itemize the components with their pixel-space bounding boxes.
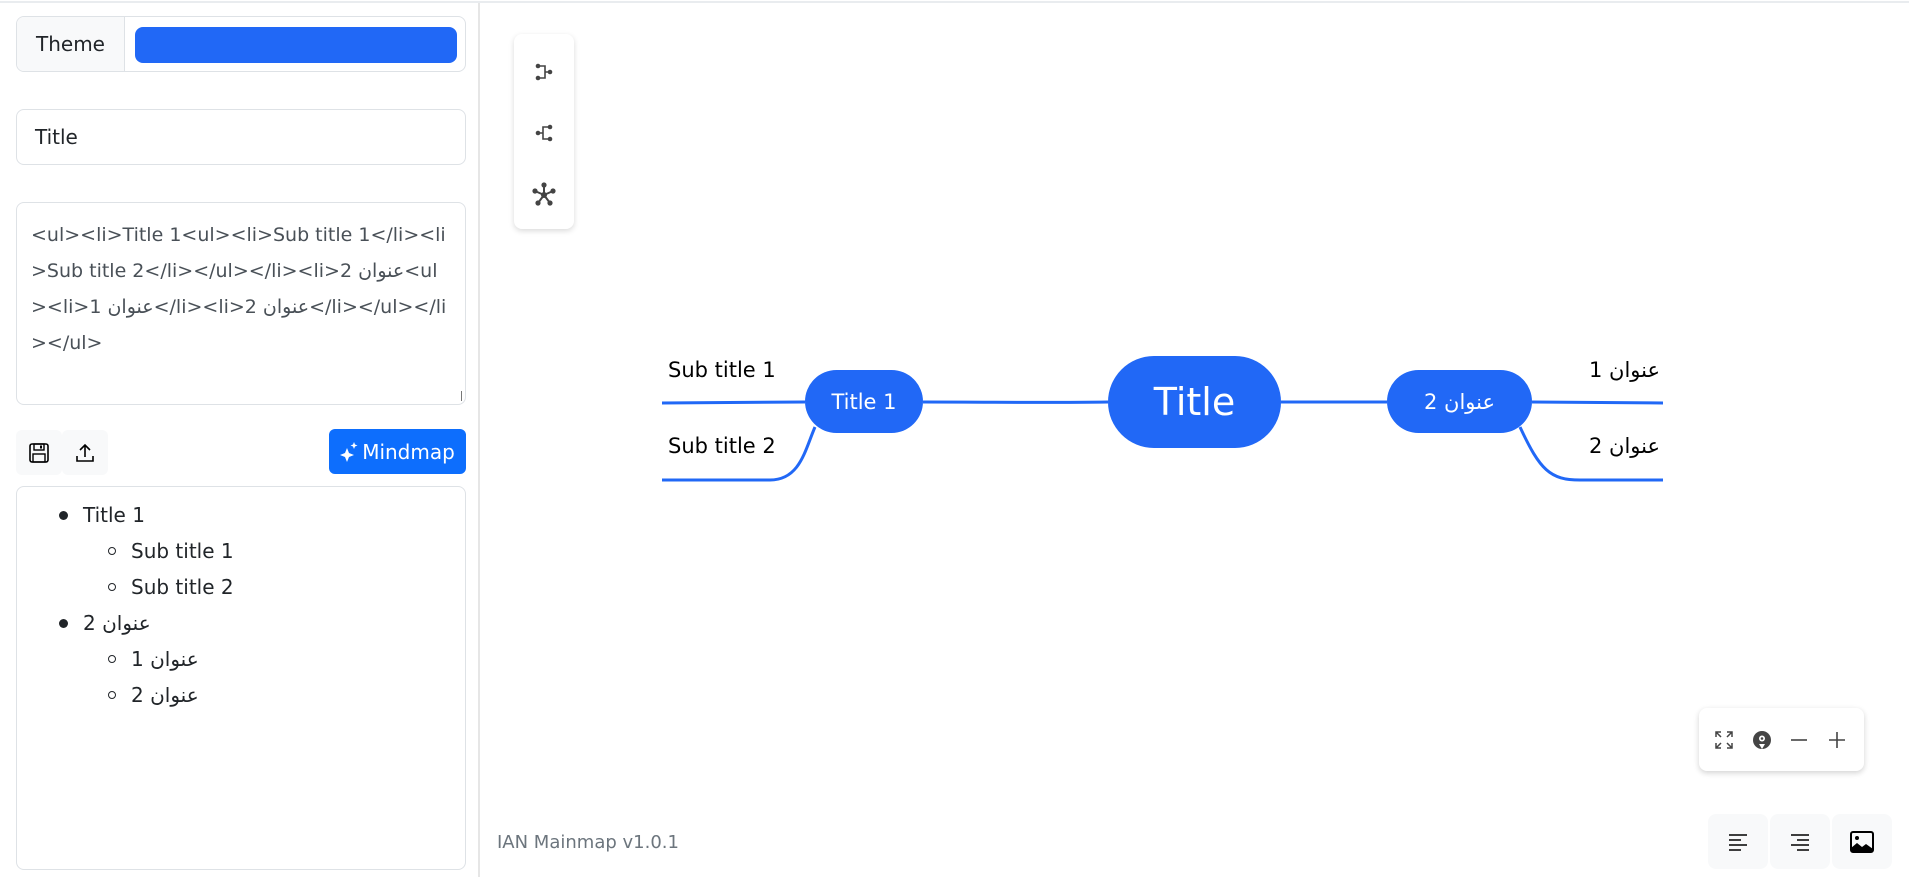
layout-radial-icon xyxy=(532,182,556,206)
locate-button[interactable] xyxy=(1747,725,1777,755)
list-item: عنوان 2 xyxy=(17,605,465,641)
mindmap-node-title-1[interactable]: Title 1 xyxy=(805,370,923,433)
outline-preview: Title 1 Sub title 1 Sub title 2 عنوان 2 … xyxy=(16,486,466,870)
layout-right-icon xyxy=(535,63,553,81)
mindmap-button[interactable]: Mindmap xyxy=(329,429,466,474)
align-right-button[interactable] xyxy=(1770,814,1830,869)
title-input[interactable]: Title xyxy=(16,109,466,165)
mindmap-button-label: Mindmap xyxy=(362,439,455,464)
fullscreen-button[interactable] xyxy=(1709,725,1739,755)
top-divider xyxy=(0,0,1909,3)
theme-label: Theme xyxy=(17,17,125,71)
mindmap-leaf-right-1[interactable]: عنوان 1 xyxy=(1588,358,1660,382)
export-image-icon xyxy=(1850,830,1874,853)
connector-subtitle-2 xyxy=(662,426,817,482)
resize-handle[interactable] xyxy=(452,391,462,401)
floppy-disk-icon xyxy=(29,442,49,463)
list-item: Sub title 1 xyxy=(17,533,465,569)
list-item: Title 1 xyxy=(17,497,465,533)
align-left-button[interactable] xyxy=(1708,814,1768,869)
align-left-icon xyxy=(1729,833,1747,851)
mindmap-leaf-right-2[interactable]: عنوان 2 xyxy=(1588,434,1660,458)
layout-right-button[interactable] xyxy=(529,57,559,87)
theme-picker: Theme xyxy=(16,16,466,72)
list-item: Sub title 2 xyxy=(17,569,465,605)
mindmap-leaf-subtitle-2[interactable]: Sub title 2 xyxy=(668,434,776,458)
layout-left-icon xyxy=(535,124,553,142)
locate-icon xyxy=(1753,731,1771,749)
zoom-in-button[interactable] xyxy=(1822,725,1852,755)
zoom-out-button[interactable] xyxy=(1784,725,1814,755)
upload-icon xyxy=(76,443,94,462)
mindmap-node-right[interactable]: عنوان 2 xyxy=(1387,370,1532,433)
connector-right-child-2 xyxy=(1518,426,1663,482)
layout-radial-button[interactable] xyxy=(529,179,559,209)
list-item: عنوان 2 xyxy=(17,677,465,713)
zoom-controls xyxy=(1699,708,1864,771)
fullscreen-icon xyxy=(1715,731,1733,749)
html-source-textarea[interactable]: <ul><li>Title 1<ul><li>Sub title 1</li><… xyxy=(16,202,466,405)
zoom-out-icon xyxy=(1791,739,1807,741)
zoom-in-icon xyxy=(1829,732,1845,748)
mindmap-leaf-subtitle-1[interactable]: Sub title 1 xyxy=(668,358,776,382)
list-item: عنوان 1 xyxy=(17,641,465,677)
layout-toolbar xyxy=(514,34,574,229)
app-version: IAN Mainmap v1.0.1 xyxy=(497,832,679,853)
connector-right-child-1 xyxy=(1531,400,1664,405)
align-right-icon xyxy=(1791,833,1809,851)
mindmap-root-node[interactable]: Title xyxy=(1108,356,1281,448)
connector-subtitle-1 xyxy=(661,400,806,405)
save-button[interactable] xyxy=(16,430,62,475)
theme-color-input[interactable] xyxy=(135,27,457,63)
layout-left-button[interactable] xyxy=(529,118,559,148)
upload-button[interactable] xyxy=(62,430,108,475)
export-image-button[interactable] xyxy=(1832,814,1892,869)
sidebar: Theme Title <ul><li>Title 1<ul><li>Sub t… xyxy=(0,3,480,877)
html-source-text: <ul><li>Title 1<ul><li>Sub title 1</li><… xyxy=(31,224,447,354)
